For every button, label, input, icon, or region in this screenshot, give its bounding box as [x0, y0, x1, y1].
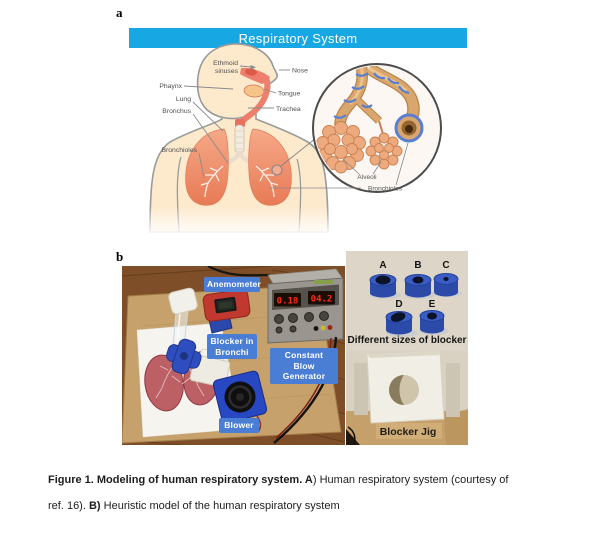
blocker-d: [385, 311, 413, 335]
banner-bar: [129, 28, 467, 48]
panel-a-letter: a: [116, 5, 123, 20]
sizes-caption: Different sizes of blocker: [348, 335, 467, 346]
label-pharynx: Phaynx: [159, 83, 182, 90]
led-display-right: [308, 291, 335, 305]
psu-reading-left: 0.18: [277, 297, 299, 307]
power-cable-top: [207, 266, 271, 277]
zoom-marker-circle: [271, 164, 283, 176]
inset-alveoli-label: Alveoli: [357, 174, 376, 181]
blower-fan: [212, 370, 268, 424]
ethmoid-sinus: [245, 68, 257, 76]
panel-a-diagram: Respiratory System: [128, 24, 468, 236]
blocker-c: [433, 273, 459, 297]
blower-label: Blower: [219, 418, 259, 433]
label-bronchioles: Bronchioles: [161, 147, 197, 154]
letter-a: A: [379, 260, 386, 271]
blocker-jig: [366, 350, 445, 424]
caption-bold-1: Figure 1. Modeling of human respiratory …: [48, 474, 313, 486]
caption-text-2a: ref. 16).: [48, 499, 89, 512]
psu-red-lead: [275, 337, 332, 439]
right-lung: [248, 128, 292, 206]
bronchial-tree: [200, 165, 279, 198]
anatomy-labels: Ethmoid sinuses Nose Phaynx Tongue Lung …: [159, 60, 308, 179]
inset-bronchioles-label: Bronchioles: [368, 186, 403, 193]
anemometer-label: Anemometer: [204, 277, 261, 292]
label-lung: Lung: [176, 96, 191, 103]
panel-b-right-photo: A B C D E: [346, 251, 468, 445]
label-tongue: Tongue: [278, 91, 301, 98]
letter-b: B: [414, 260, 421, 271]
tube-rings: [333, 72, 410, 119]
caption-line-1: Figure 1. Modeling of human respiratory …: [48, 468, 548, 494]
blocker-in-bronchi-label: Blocker in Bronchi: [207, 334, 257, 359]
label-nose: Nose: [292, 68, 308, 75]
caption-text-2b: Heuristic model of the human respiratory…: [100, 499, 340, 512]
blocker-e: [419, 310, 445, 334]
blocker-a: [369, 274, 397, 298]
figure-caption: Figure 1. Modeling of human respiratory …: [48, 468, 548, 519]
letter-e: E: [429, 299, 436, 310]
label-ethmoid-1: Ethmoid: [213, 60, 238, 67]
led-display-left: [274, 293, 301, 307]
generator-label-line2: Generator: [282, 371, 326, 381]
label-ethmoid-2: sinuses: [215, 68, 239, 75]
white-cylinder: [168, 287, 198, 315]
letter-d: D: [395, 299, 402, 310]
psu-black-lead: [273, 336, 338, 444]
psu-knobs: [274, 311, 329, 334]
banner: Respiratory System: [129, 28, 467, 48]
alveoli-inset: Alveoli Bronchioles: [269, 63, 442, 193]
alveoli-cluster-right: [365, 132, 403, 170]
ethmoid-arrowhead: [250, 65, 256, 70]
psu-reading-right: 04.2: [311, 295, 333, 305]
power-supply: 0.18 04.2: [267, 268, 344, 444]
blocker-label-line1: Blocker in: [210, 336, 254, 346]
panel-b-letter: b: [116, 249, 124, 264]
caption-text-1: ) Human respiratory system (courtesy of: [312, 474, 509, 486]
panel-b-left-photo: 0.18 04.2: [122, 266, 345, 445]
jig-caption: Blocker Jig: [380, 426, 437, 438]
blocker-cross: [166, 338, 202, 375]
constant-blow-generator-label: Constant Blow Generator: [270, 348, 338, 384]
blocker-b: [404, 274, 432, 298]
alveoli-cluster-left: [316, 121, 366, 174]
bronchiole-tubes: [334, 66, 420, 126]
label-trachea: Trachea: [276, 106, 301, 113]
generator-label-line1: Constant Blow: [284, 350, 324, 371]
anemometer-device: [202, 289, 251, 322]
blocker-letters: A B C D E: [379, 260, 449, 310]
label-bronchus: Bronchus: [162, 108, 191, 115]
caption-line-2: ref. 16). B) Heuristic model of the huma…: [48, 494, 548, 520]
human-body-illustration: [142, 43, 334, 236]
letter-c: C: [442, 260, 449, 271]
caption-bold-2: B): [88, 499, 101, 512]
blocker-label-line2: Bronchi: [215, 346, 249, 357]
banner-title: Respiratory System: [239, 31, 358, 46]
